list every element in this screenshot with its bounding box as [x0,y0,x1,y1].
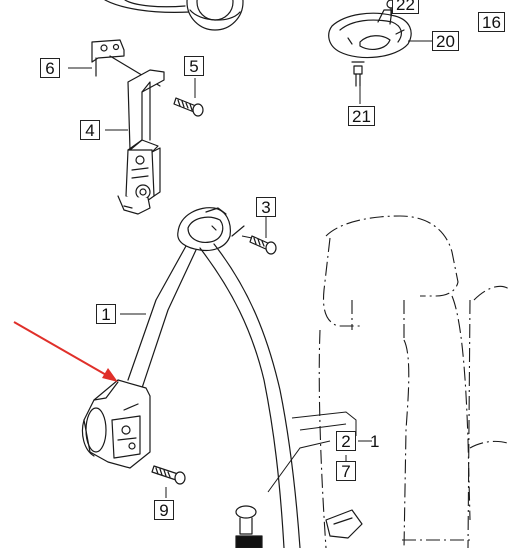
leader-lines [68,3,500,498]
trim-cover-part [328,9,412,59]
callout-20: 20 [432,31,459,51]
bolt-9 [151,465,186,485]
belt-guide-loop [177,207,245,252]
bolt-3 [249,235,277,255]
height-adjuster-rail [117,69,165,215]
belt-webbing [127,243,301,548]
callout-7: 7 [336,461,356,481]
anchor-bolt-2 [235,505,263,548]
callout-9: 9 [154,500,174,520]
callout-1-belt: 1 [96,304,116,324]
callout-2: 2 [336,431,356,451]
callout-1-group: 1 [370,432,380,451]
callout-4: 4 [80,120,100,140]
bolt-5 [173,97,204,117]
red-pointer-arrow [13,321,118,382]
screw-21 [351,61,365,87]
callout-16: 16 [478,12,505,32]
belt-retractor [81,379,151,469]
callout-21: 21 [348,106,375,126]
top-cropped-part [104,0,244,31]
callout-3: 3 [256,197,276,217]
buckle-tongue [325,509,363,539]
seat-back-outline [318,215,510,548]
callout-6: 6 [40,58,60,78]
callout-22: 22 [392,0,419,14]
callout-5: 5 [184,56,204,76]
